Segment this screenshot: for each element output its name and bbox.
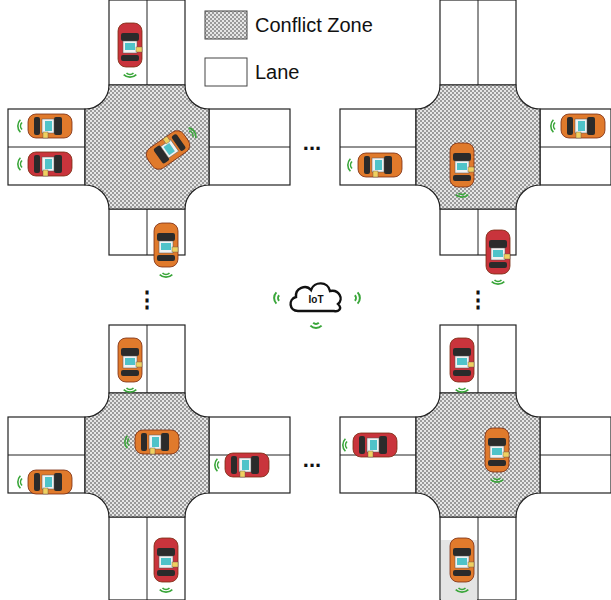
lane (8, 417, 85, 493)
wireless-signal (274, 292, 279, 303)
legend-label: Conflict Zone (255, 10, 373, 40)
lane (109, 325, 185, 393)
lane (8, 109, 85, 185)
conflict-zone (85, 85, 209, 209)
lane (440, 325, 516, 393)
lane (440, 517, 516, 600)
lane (540, 109, 611, 185)
ellipsis: ... (303, 449, 321, 471)
lane-divider (478, 517, 479, 600)
vehicle (450, 538, 474, 592)
lane-divider (147, 517, 148, 600)
vehicle (551, 114, 605, 138)
lane-divider (147, 0, 148, 85)
vehicle (18, 152, 72, 176)
vehicle (18, 114, 72, 138)
lane-divider (8, 455, 85, 456)
vehicle (154, 538, 178, 592)
vehicle (154, 223, 178, 277)
lane-divider (147, 209, 148, 255)
vehicle (485, 428, 509, 482)
vehicle (348, 153, 402, 177)
vehicle (125, 430, 179, 454)
conflict-zone (416, 393, 540, 517)
legend-label: Lane (255, 57, 300, 87)
lane-divider (8, 147, 85, 148)
lane-divider (540, 455, 611, 456)
lane-divider (147, 325, 148, 393)
ellipsis: ⋮ (136, 289, 158, 311)
vehicle (118, 338, 142, 392)
vehicle (143, 122, 201, 173)
iot-cloud: IoT (286, 277, 346, 317)
lane (209, 417, 290, 493)
lane (109, 517, 185, 600)
vehicle (343, 433, 397, 457)
conflict-zone (416, 85, 540, 209)
lane-divider (209, 147, 290, 148)
wireless-signal (310, 323, 321, 328)
cloud-label: IoT (309, 294, 324, 305)
lane-divider (540, 147, 611, 148)
ellipsis: ... (303, 132, 321, 154)
conflict-zone (85, 393, 209, 517)
lane-divider (478, 325, 479, 393)
lane-divider (340, 147, 416, 148)
lane (440, 0, 516, 85)
vehicle (450, 338, 474, 392)
vehicle (215, 453, 269, 477)
lane-divider (478, 0, 479, 85)
lane (209, 109, 290, 185)
vehicle (18, 470, 72, 494)
lane (340, 417, 416, 493)
wireless-signal (355, 292, 360, 303)
vehicle (450, 143, 474, 197)
lane (540, 417, 611, 493)
lane (109, 0, 185, 85)
vehicle (486, 230, 510, 284)
legend-swatch (205, 58, 247, 86)
legend-swatch (205, 11, 247, 39)
ellipsis: ⋮ (467, 289, 489, 311)
lane (340, 109, 416, 185)
lane-divider (478, 209, 479, 255)
vehicle (118, 23, 142, 77)
